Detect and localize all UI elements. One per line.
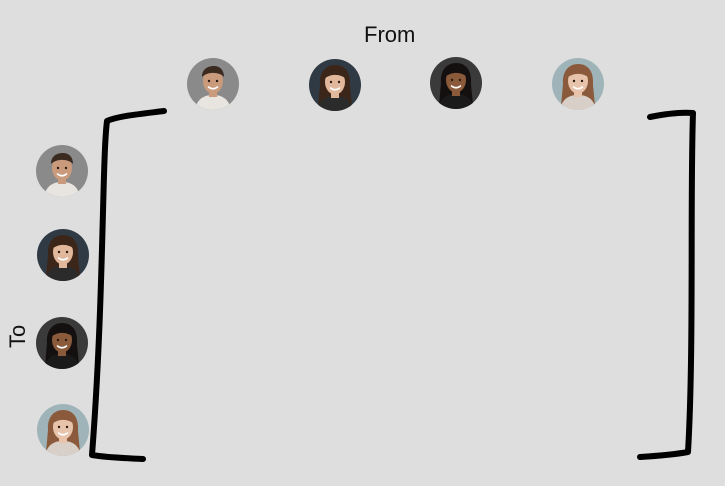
to-avatar-woman-brown-hair (37, 229, 89, 281)
from-avatar-woman-light-hair (552, 58, 604, 110)
to-avatar-woman-light-hair (37, 404, 89, 456)
right-bracket (637, 109, 696, 460)
to-avatar-man-dark-hair (36, 145, 88, 197)
left-bracket (89, 108, 167, 462)
from-avatar-woman-brown-hair (309, 59, 361, 111)
from-avatar-man-dark-hair (187, 58, 239, 110)
to-avatar-woman-black-hair (36, 317, 88, 369)
from-avatar-woman-black-hair (430, 57, 482, 109)
from-label: From (364, 22, 416, 47)
